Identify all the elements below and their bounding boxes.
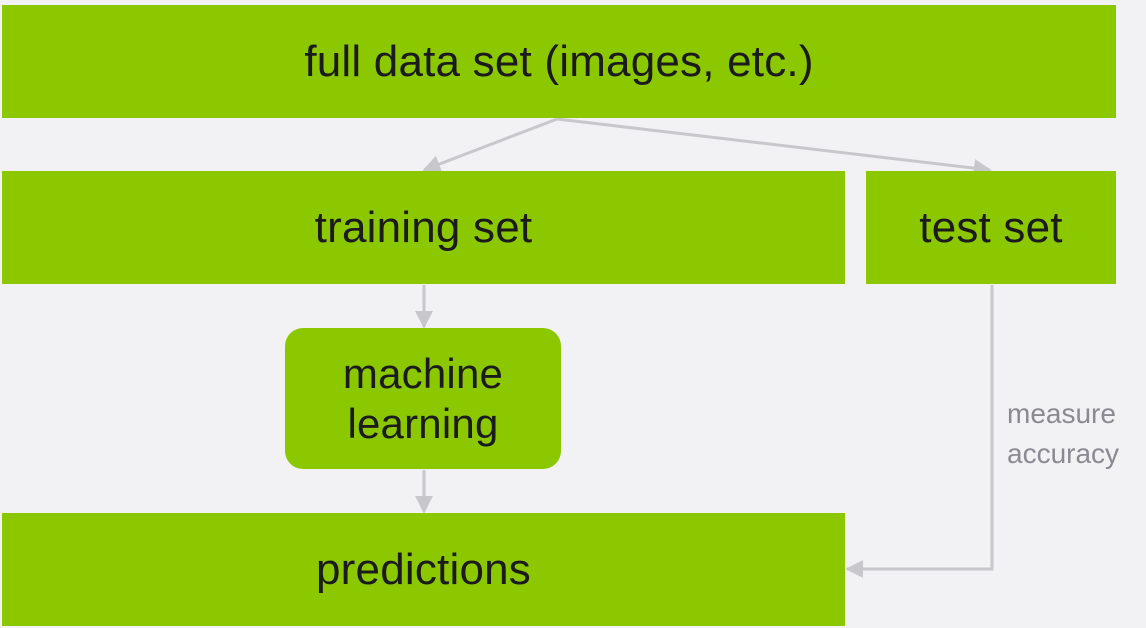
- edge-test-to-predictions: [845, 285, 994, 578]
- training-set-box: training set: [2, 171, 845, 284]
- measure-accuracy-line-1: measure: [1007, 398, 1116, 429]
- machine-learning-box: machine learning: [285, 328, 561, 469]
- test-set-box: test set: [866, 171, 1116, 284]
- measure-accuracy-line-2: accuracy: [1007, 438, 1120, 469]
- measure-accuracy-label: measure accuracy: [1007, 394, 1146, 474]
- full-data-set-box: full data set (images, etc.): [2, 5, 1116, 118]
- machine-learning-label-line-1: machine: [342, 349, 504, 397]
- training-set-label: training set: [314, 202, 533, 252]
- machine-learning-label: machine learning: [343, 349, 503, 448]
- edge-full-to-training: [422, 117, 558, 173]
- test-set-label: test set: [919, 202, 1063, 252]
- edge-full-to-test: [556, 117, 992, 178]
- predictions-box: predictions: [2, 513, 845, 626]
- machine-learning-label-line-2: learning: [347, 399, 499, 447]
- full-data-set-label: full data set (images, etc.): [304, 36, 814, 86]
- predictions-label: predictions: [316, 544, 531, 594]
